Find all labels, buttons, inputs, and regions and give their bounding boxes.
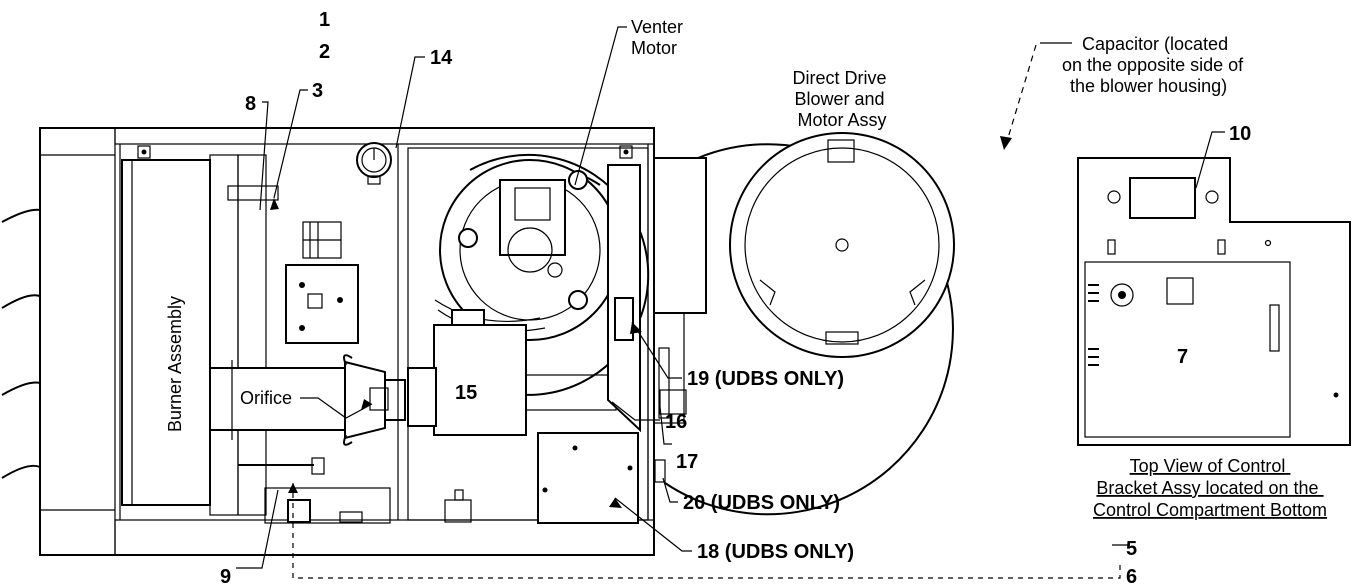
callout-9: 9: [220, 566, 231, 587]
leader-lines: [236, 26, 1225, 579]
callout-6: 6: [1126, 566, 1137, 587]
callout-18: 18 (UDBS ONLY): [697, 541, 854, 563]
internal-partition: [397, 144, 649, 521]
orifice-label: Orifice: [240, 388, 292, 408]
callout-14: 14: [430, 47, 453, 69]
junction-box: [537, 432, 639, 524]
rollout-switch: [356, 142, 392, 185]
callout-numbers: 1 2 3 8 14 10 7 15 19 (UDBS ONLY) 16 17 …: [220, 9, 1251, 587]
venter-blower: [434, 153, 650, 396]
callout-20: 20 (UDBS ONLY): [683, 492, 840, 514]
capacitor-label: Capacitor (located on the opposite side …: [1062, 34, 1248, 96]
arrowheads: [270, 136, 1012, 508]
side-bracket: [607, 157, 707, 483]
callout-7: 7: [1177, 346, 1188, 368]
callout-19: 19 (UDBS ONLY): [687, 368, 844, 390]
burner-assembly: Burner Assembly: [121, 154, 279, 516]
callout-10: 10: [1229, 123, 1251, 145]
burner-assembly-label: Burner Assembly: [165, 296, 185, 432]
gas-valve: [285, 221, 359, 344]
callout-16: 16: [665, 411, 687, 433]
callout-15: 15: [455, 382, 477, 404]
venter-motor-label: Venter Motor: [631, 17, 688, 58]
callout-3: 3: [312, 80, 323, 102]
callout-8: 8: [245, 93, 256, 115]
inducer-housing: [407, 309, 617, 436]
control-bracket-caption: Top View of Control Bracket Assy located…: [1093, 456, 1327, 520]
callout-17: 17: [676, 451, 698, 473]
blower-housing: [664, 132, 955, 516]
callout-1: 1: [319, 9, 330, 31]
blower-assy-label: Direct Drive Blower and Motor Assy: [792, 68, 891, 130]
control-bracket: [1077, 157, 1351, 446]
burner-flame-lines: [1, 208, 41, 479]
text-labels: Venter Motor Direct Drive Blower and Mot…: [240, 17, 1327, 520]
callout-2: 2: [319, 41, 330, 63]
callout-5: 5: [1126, 538, 1137, 560]
